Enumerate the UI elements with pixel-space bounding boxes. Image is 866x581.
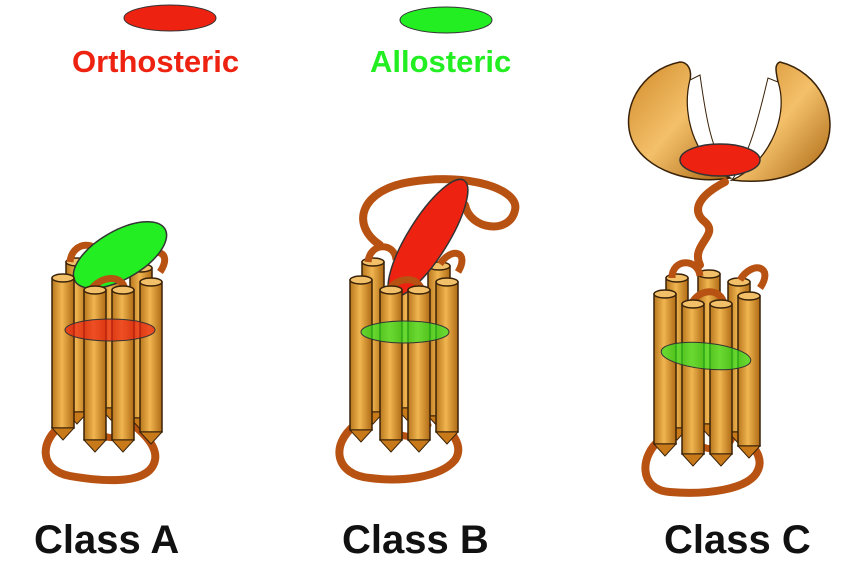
- legend-orthosteric-swatch: [123, 4, 217, 32]
- legend-allosteric-label: Allosteric: [370, 44, 512, 79]
- legend-orthosteric-label: Orthosteric: [72, 44, 240, 79]
- class-c-orthosteric-site: [679, 143, 761, 177]
- legend-allosteric-swatch: [399, 6, 493, 34]
- class-b-extracellular-loop: [359, 175, 520, 249]
- class-c-receptor: [627, 61, 831, 497]
- class-a-orthosteric-site: [64, 318, 156, 342]
- class-a-allosteric-site: [72, 220, 168, 290]
- class-a-receptor: [41, 220, 169, 485]
- class-b-label: Class B: [342, 518, 489, 562]
- class-b-allosteric-site: [360, 320, 450, 344]
- class-c-label: Class C: [664, 518, 811, 562]
- class-a-label: Class A: [34, 518, 180, 562]
- class-c-venus-flytrap-right-lobe: [729, 61, 831, 182]
- class-c-linker: [694, 178, 729, 269]
- class-b-receptor: [335, 175, 520, 484]
- class-c-allosteric-site: [660, 341, 752, 371]
